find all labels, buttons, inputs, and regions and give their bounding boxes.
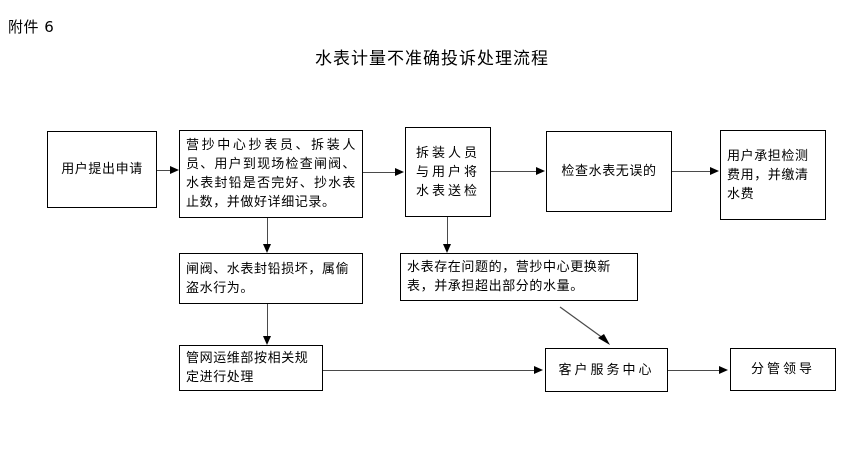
node-customer-service-center[interactable]: 客户服务中心 [545,348,668,392]
arrowhead-icon [534,365,543,374]
arrowhead-icon [719,365,728,374]
node-user-application[interactable]: 用户提出申请 [47,131,157,208]
arrowhead-icon [710,166,719,175]
arrowhead-icon [262,336,271,345]
edge-inspection-to-theft [267,218,268,246]
node-user-pays-test-fee[interactable]: 用户承担检测费用，并缴清水费 [720,130,826,220]
arrowhead-icon [395,167,404,176]
node-meter-ok[interactable]: 检查水表无误的 [546,131,672,212]
edge-check-to-fee [672,171,711,172]
node-label: 用户承担检测费用，并缴清水费 [727,148,809,202]
arrowhead-icon [442,244,451,253]
node-label: 客户服务中心 [558,362,655,378]
edge-theft-to-pipeline [267,304,268,337]
page-title: 水表计量不准确投诉处理流程 [315,49,549,69]
edge-inspection-to-send [363,172,396,173]
attachment-label: 附件 6 [8,18,55,36]
node-label: 水表存在问题的，营抄中心更换新表，并承担超出部分的水量。 [407,260,612,294]
arrowhead-icon [262,244,271,253]
node-send-meter-for-test[interactable]: 拆装人员与用户将水表送检 [405,127,491,217]
edge-user-to-inspection [157,170,171,171]
edge-service-to-leader [668,370,720,371]
edge-pipeline-to-service [323,370,534,371]
arrowhead-icon [170,165,179,174]
node-label: 闸阀、水表封铅损坏，属偷盗水行为。 [186,261,350,296]
edge-send-to-check [491,171,537,172]
edge-send-to-faulty [447,217,448,246]
node-pipeline-dept-handling[interactable]: 管网运维部按相关规定进行处理 [179,345,323,391]
node-label: 营抄中心抄表员、拆装人员、用户到现场检查闸阀、水表封铅是否完好、抄水表止数，并做… [186,138,356,210]
node-label: 管网运维部按相关规定进行处理 [186,351,309,385]
node-supervising-leader[interactable]: 分管领导 [730,348,836,391]
node-meter-faulty-replace[interactable]: 水表存在问题的，营抄中心更换新表，并承担超出部分的水量。 [400,253,638,301]
node-water-theft[interactable]: 闸阀、水表封铅损坏，属偷盗水行为。 [179,253,363,304]
node-label: 分管领导 [750,362,815,377]
node-label: 拆装人员与用户将水表送检 [415,145,480,199]
node-label: 用户提出申请 [61,162,143,177]
node-onsite-inspection[interactable]: 营抄中心抄表员、拆装人员、用户到现场检查闸阀、水表封铅是否完好、抄水表止数，并做… [179,130,363,218]
arrowhead-icon [536,166,545,175]
node-label: 检查水表无误的 [561,164,657,179]
